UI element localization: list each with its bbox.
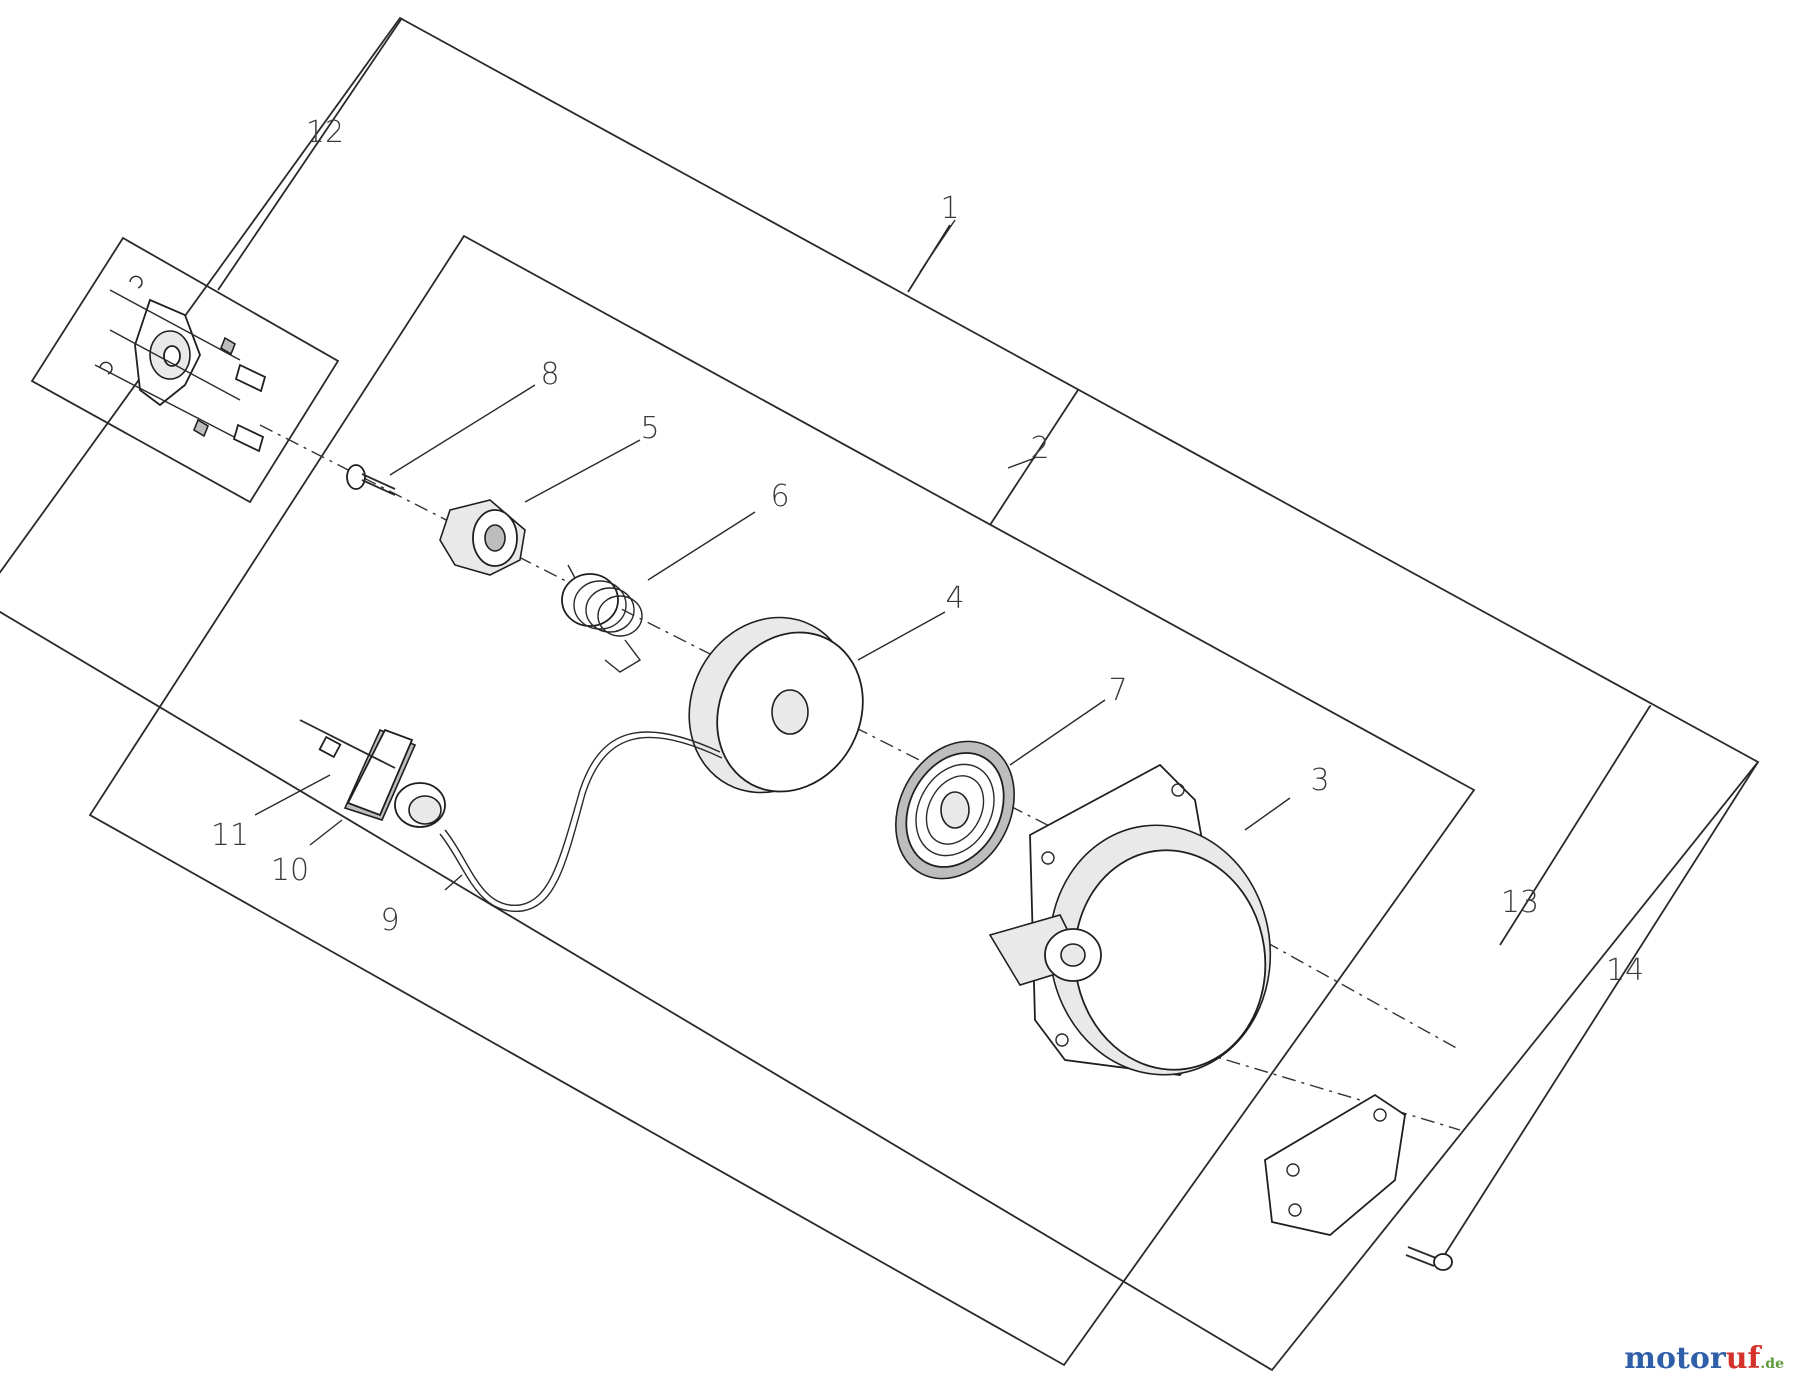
part-14-bolt (1405, 1246, 1453, 1271)
callout-13: 13 (1501, 885, 1539, 920)
part-8-screw (346, 464, 396, 496)
pointer-3 (1244, 797, 1291, 831)
part-6-spring (561, 564, 643, 673)
inner-assembly-frame (88, 234, 1476, 1367)
callout-4: 4 (945, 581, 964, 616)
leader-13 (1499, 705, 1651, 946)
watermark-part2: uf (1725, 1341, 1761, 1376)
part-5-ratchet (439, 499, 526, 576)
watermark-part1: motor (1624, 1341, 1726, 1376)
callout-10: 10 (271, 853, 309, 888)
watermark-logo: motoruf.de (1624, 1341, 1784, 1376)
part-7-main-spring (895, 740, 1015, 880)
part-3-housing (988, 763, 1272, 1076)
pointer-6 (647, 511, 756, 581)
detail-box-12 (30, 236, 340, 504)
pointer-10 (309, 819, 343, 846)
part-13-cover (1264, 1093, 1406, 1236)
pointer-4 (857, 611, 946, 661)
pointer-5 (524, 439, 641, 503)
part-4-pulley (688, 616, 864, 794)
watermark-part3: .de (1760, 1356, 1784, 1372)
part-12-ratchet-detail (94, 275, 267, 453)
pointer-9 (444, 874, 463, 891)
callout-9: 9 (380, 903, 399, 938)
leader-12 (217, 17, 403, 291)
part-11-pin (299, 719, 396, 769)
pointer-11 (254, 774, 331, 816)
callout-14: 14 (1606, 953, 1644, 988)
part-10-handle (343, 728, 446, 828)
callout-7: 7 (1108, 673, 1127, 708)
outer-assembly-frame (0, 16, 1760, 1372)
callout-2: 2 (1030, 431, 1049, 466)
callout-5: 5 (640, 411, 659, 446)
leader-2 (989, 389, 1079, 526)
callout-3: 3 (1310, 763, 1329, 798)
pointer-1 (919, 219, 956, 273)
callout-11: 11 (211, 818, 249, 853)
callout-1: 1 (940, 191, 959, 226)
pointer-8 (389, 384, 536, 476)
assembly-axis (259, 424, 1461, 1051)
part-9-rope (444, 731, 721, 906)
callout-12: 12 (306, 115, 344, 150)
leader-14 (1439, 761, 1759, 1263)
callout-6: 6 (770, 479, 789, 514)
pointer-7 (1009, 699, 1106, 766)
callout-8: 8 (540, 357, 559, 392)
